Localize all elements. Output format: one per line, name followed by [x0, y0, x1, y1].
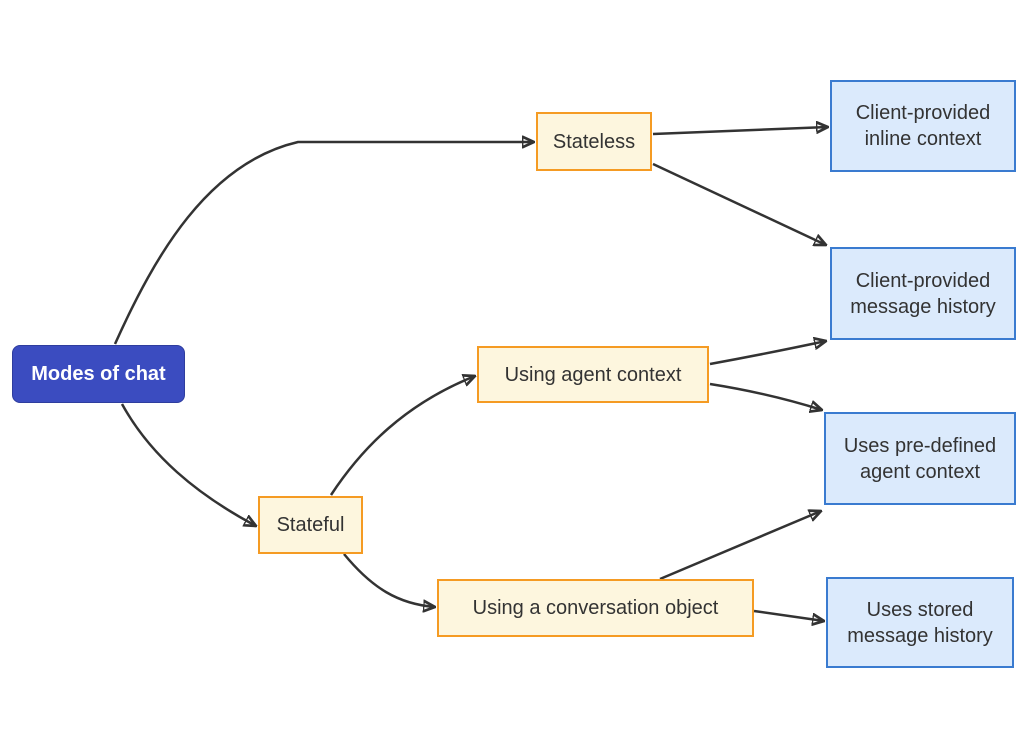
node-stateful: Stateful: [258, 496, 363, 554]
edge-stateful-agent-context: [329, 376, 475, 496]
edge-root-stateless: [113, 142, 534, 345]
node-using-a-conversation-object: Using a conversation object: [437, 579, 754, 637]
node-using-agent-context: Using agent context: [477, 346, 709, 403]
edge-stateless-message-history: [652, 162, 826, 245]
edge-agent-context-message-history: [709, 341, 826, 366]
edge-root-stateful: [120, 403, 256, 526]
node-stateless: Stateless: [536, 112, 652, 171]
edge-agent-context-predefined-context: [709, 382, 822, 410]
node-client-provided-message-history: Client-provided message history: [830, 247, 1016, 340]
edge-stateful-conversation: [343, 553, 435, 607]
node-uses-stored-message-history: Uses stored message history: [826, 577, 1014, 668]
node-uses-pre-defined-agent-context: Uses pre-defined agent context: [824, 412, 1016, 505]
edge-stateless-inline-context: [652, 127, 828, 136]
edge-conversation-predefined-context: [659, 511, 821, 581]
edge-conversation-stored-history: [753, 609, 824, 621]
node-modes-of-chat: Modes of chat: [12, 345, 185, 403]
node-client-provided-inline-context: Client-provided inline context: [830, 80, 1016, 172]
